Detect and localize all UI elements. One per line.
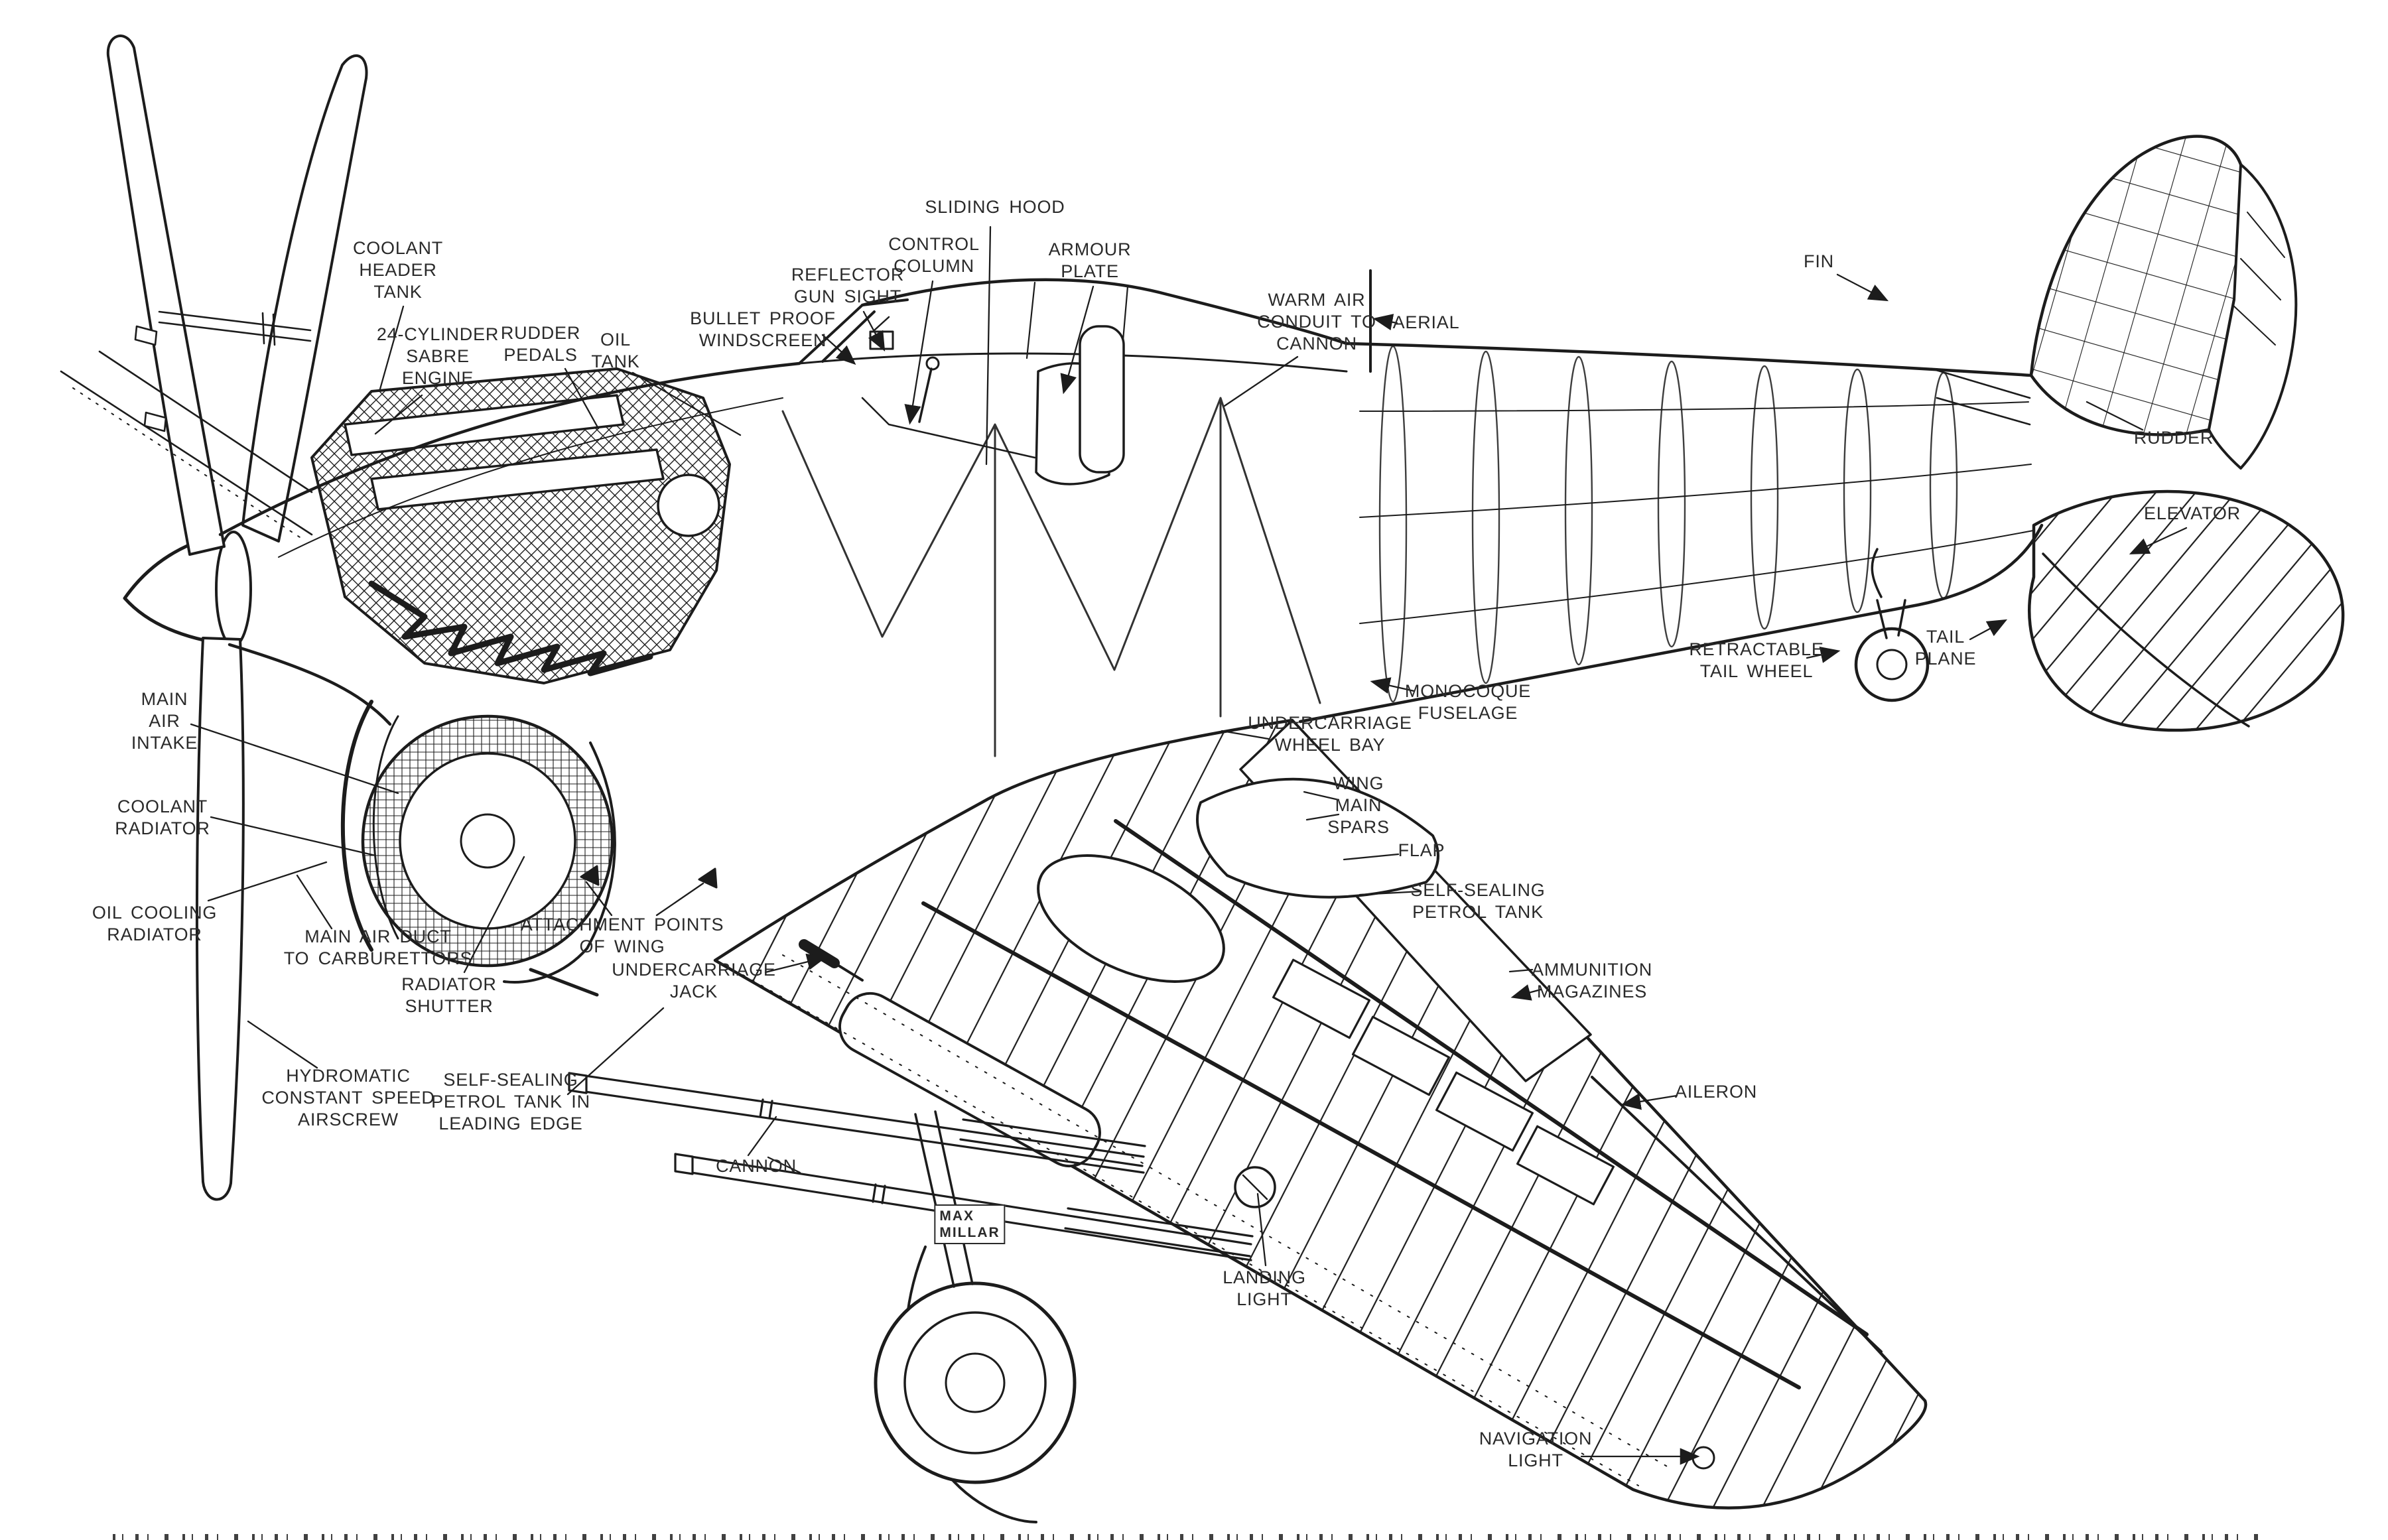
monocoque-frames [1378, 345, 1958, 703]
label-elevator: ELEVATOR [2144, 503, 2241, 523]
label-oil-tank: OIL TANK [591, 330, 640, 371]
aileron-hinge [1591, 1076, 1883, 1353]
radiator-group [340, 700, 616, 997]
label-navigation-light: NAVIGATION LIGHT [1479, 1429, 1593, 1470]
label-hydromatic-airscrew: HYDROMATIC CONSTANT SPEED AIRSCREW [261, 1066, 435, 1129]
rear-fuselage [1298, 269, 2044, 724]
label-retractable-tail-wheel: RETRACTABLE TAIL WHEEL [1689, 639, 1824, 681]
prop-blade-lower [195, 637, 245, 1201]
label-leading-edge-tank: SELF-SEALING PETROL TANK IN LEADING EDGE [431, 1070, 590, 1133]
exhaust-manifold [368, 580, 653, 676]
fin-shape [2029, 135, 2249, 436]
label-sabre-engine: 24-CYLINDER SABRE ENGINE [376, 324, 499, 388]
label-radiator-shutter: RADIATOR SHUTTER [401, 974, 497, 1016]
label-tail-plane: TAIL PLANE [1914, 627, 1977, 669]
wheel-bay-opening [1037, 854, 1225, 983]
label-wing-main-spars: WING MAIN SPARS [1327, 773, 1390, 837]
spinner-backplate [215, 531, 252, 647]
label-fin: FIN [1804, 251, 1834, 271]
spine [1345, 342, 2033, 377]
label-reflector-gun-sight: REFLECTOR GUN SIGHT [791, 265, 905, 306]
label-aerial: AERIAL [1392, 312, 1460, 332]
artist-signature: MAX MILLAR [934, 1204, 1006, 1244]
label-self-sealing-petrol-tank: SELF-SEALING PETROL TANK [1410, 880, 1546, 922]
tail-group [1854, 135, 2345, 732]
label-coolant-header-tank: COOLANT HEADER TANK [352, 238, 444, 302]
ammunition-boxes [1272, 958, 1615, 1206]
label-warm-air-conduit: WARM AIR CONDUIT TO CANNON [1257, 290, 1376, 353]
label-sliding-hood: SLIDING HOOD [925, 197, 1065, 217]
belly [1298, 523, 2044, 724]
oleo-leg [914, 1110, 974, 1288]
shutter-flap [529, 968, 599, 997]
nose-cowling-lines [218, 361, 801, 726]
stringers [1359, 401, 2034, 624]
valve-cover-2 [370, 448, 665, 511]
sliding-hood-canopy [860, 278, 1349, 346]
label-cannon: CANNON [716, 1156, 797, 1176]
label-coolant-radiator: COOLANT RADIATOR [115, 797, 210, 838]
label-rudder: RUDDER [2133, 428, 2214, 448]
tail-wheel [1854, 548, 1930, 702]
intake-lip [340, 700, 373, 952]
label-aileron: AILERON [1674, 1082, 1758, 1102]
label-main-air-intake: MAIN AIR INTAKE [131, 689, 198, 753]
tailplane-shape [2028, 489, 2345, 732]
spinner-cone [123, 533, 232, 647]
cannon-barrels [568, 1072, 1254, 1261]
fuselage-truss [781, 397, 1321, 757]
rear-spar [1114, 819, 1869, 1336]
label-flap: FLAP [1398, 840, 1445, 860]
label-main-air-duct: MAIN AIR DUCT TO CARBURETTORS [283, 927, 473, 968]
label-ammunition-magazines: AMMUNITION MAGAZINES [1532, 960, 1652, 1001]
root-petrol-tank [1196, 777, 1439, 899]
label-bullet-proof-windscreen: BULLET PROOF WINDSCREEN [690, 308, 836, 350]
label-landing-light: LANDING LIGHT [1223, 1267, 1306, 1309]
control-stick [918, 367, 933, 423]
label-rudder-pedals: RUDDER PEDALS [500, 323, 581, 365]
armour-plate-shape [1079, 325, 1125, 474]
label-control-column: CONTROL COLUMN [888, 234, 980, 276]
prop-blade-upper-left [106, 34, 226, 556]
wing-shape [713, 718, 1928, 1509]
cropped-caption-strip [113, 1534, 2269, 1540]
label-undercarriage-wheel-bay: UNDERCARRIAGE WHEEL BAY [1248, 713, 1412, 755]
label-undercarriage-jack: UNDERCARRIAGE JACK [612, 960, 776, 1001]
label-oil-cooling-radiator: OIL COOLING RADIATOR [92, 903, 218, 944]
radiator-fairing [503, 741, 616, 984]
front-spar [921, 901, 1801, 1389]
label-armour-plate: ARMOUR PLATE [1048, 239, 1132, 281]
wing-attachment-fittings [580, 865, 718, 889]
label-monocoque-fuselage: MONOCOQUE FUSELAGE [1404, 681, 1532, 723]
label-attachment-points: ATTACHMENT POINTS OF WING [520, 915, 724, 956]
leader-lines [190, 225, 2188, 1465]
supercharger [657, 474, 720, 537]
prop-blade-upper-right [241, 54, 368, 543]
navigation-light-shape [1692, 1446, 1715, 1470]
main-wheel-group [874, 1110, 1077, 1523]
port-wing [580, 718, 1928, 1509]
propeller-group [106, 34, 368, 1201]
elevator-hinge [2042, 552, 2250, 728]
rudder-shape [2208, 163, 2298, 470]
